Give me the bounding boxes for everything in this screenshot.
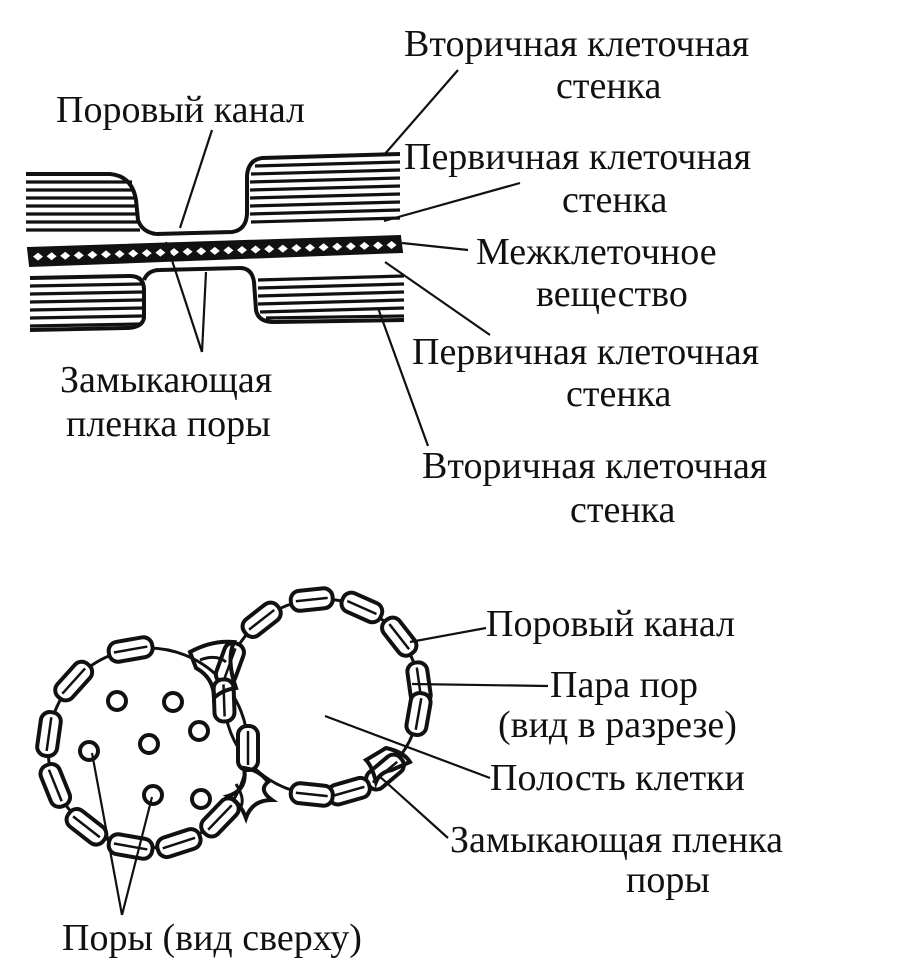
leader-secondary-wall-upper (383, 69, 459, 156)
wall-section-figure: Поровый канал Вторичная клеточная стенка… (26, 23, 767, 531)
pit-membrane-line (207, 804, 233, 831)
label-pit-membrane-bottom-2: поры (626, 859, 710, 901)
lamella-bead (305, 243, 315, 252)
label-cell-cavity: Полость клетки (490, 757, 745, 799)
cell-corner-right (362, 745, 413, 789)
label-pore-channel-bottom: Поровый канал (486, 603, 735, 645)
leader-pit-membrane-b (200, 271, 208, 353)
pit-membrane-line (333, 785, 365, 797)
leader-pore-channel-top (178, 129, 214, 229)
top-leader-lines (164, 69, 521, 447)
cell-corner-lower (222, 765, 279, 824)
lamella-bead (332, 242, 343, 251)
cells-figure: Поровый канал Пара пор (вид в разрезе) П… (35, 586, 783, 959)
lamella-bead (114, 249, 125, 258)
label-secondary-wall-lower-1: Вторичная клеточная (422, 445, 767, 487)
pore-circle (106, 690, 128, 712)
pore-circle (78, 740, 100, 762)
pore-circle (142, 784, 164, 806)
pit-membrane-line (346, 599, 377, 616)
label-middle-lamella-2: вещество (536, 273, 688, 315)
leader-pores-a (90, 752, 124, 916)
lamella-bead (291, 244, 302, 253)
leader-pores-b (120, 796, 154, 916)
pit-membrane-line (414, 698, 423, 730)
label-pit-membrane-top-2: пленка поры (66, 403, 271, 445)
bottom-leader-lines (90, 626, 549, 916)
lamella-bead (33, 252, 43, 261)
lamella-bead (87, 250, 98, 259)
secondary-wall-upper-left (26, 172, 157, 236)
lamella-bead (60, 251, 71, 260)
leader-pore-channel-bottom (409, 626, 487, 644)
leader-primary-wall-lower (384, 261, 491, 336)
pore-circle (190, 788, 212, 810)
secondary-wall-upper-right (155, 152, 401, 236)
lamella-bead (264, 245, 275, 254)
pit-membrane-line (113, 842, 148, 851)
pit-membrane-line (61, 667, 86, 695)
label-primary-wall-upper-2: стенка (562, 179, 668, 221)
leader-pit-membrane-a (164, 241, 204, 353)
top-labels: Поровый канал Вторичная клеточная стенка… (56, 23, 767, 531)
label-secondary-wall-upper-2: стенка (556, 65, 662, 107)
lamella-bead (277, 244, 288, 253)
pit-membrane-line (295, 791, 328, 798)
pore-circle (188, 720, 210, 742)
lamella-bead (101, 250, 111, 259)
label-pit-membrane-top-1: Замыкающая (60, 359, 272, 401)
lamella-bead (318, 243, 329, 252)
label-secondary-wall-upper-1: Вторичная клеточная (404, 23, 749, 65)
cell-corner-upper (187, 639, 239, 703)
lamella-bead (345, 242, 356, 251)
leader-middle-lamella (401, 241, 469, 252)
lamella-bead (237, 245, 247, 254)
pit-membrane-line (295, 596, 328, 603)
middle-lamella-band (26, 234, 404, 268)
label-primary-wall-lower-2: стенка (566, 373, 672, 415)
label-pit-membrane-bottom-1: Замыкающая пленка (450, 819, 783, 861)
secondary-wall-lower-left (29, 266, 241, 332)
pit-membrane-line (47, 769, 63, 802)
label-pit-pair-1: Пара пор (550, 664, 698, 706)
label-pore-channel-top: Поровый канал (56, 89, 305, 131)
label-secondary-wall-lower-2: стенка (570, 489, 676, 531)
label-pores-top-view: Поры (вид сверху) (62, 917, 362, 959)
lamella-bead (196, 247, 207, 256)
label-primary-wall-lower-1: Первичная клеточная (412, 331, 759, 373)
leader-secondary-wall-lower (376, 307, 430, 447)
lamella-bead (73, 251, 84, 260)
pit-membrane-line (45, 717, 53, 752)
lamella-bead (141, 249, 152, 258)
lamella-bead (209, 246, 220, 255)
lamella-bead (155, 248, 166, 257)
pit-membrane-line (72, 815, 101, 839)
leader-pit-pair (411, 682, 549, 688)
lamella-bead (169, 248, 179, 257)
lamella-bead (373, 241, 383, 250)
lamella-bead (250, 245, 261, 254)
pore-circle (138, 733, 160, 755)
pit-membrane-line (162, 836, 196, 850)
pores-top-view (78, 690, 212, 810)
label-primary-wall-upper-1: Первичная клеточная (404, 136, 751, 178)
lamella-bead (128, 249, 139, 258)
pit-membrane-line (248, 608, 276, 631)
bottom-labels: Поровый канал Пара пор (вид в разрезе) П… (62, 603, 783, 959)
leader-primary-wall-upper (383, 181, 521, 223)
label-middle-lamella-1: Межклеточное (476, 231, 717, 273)
leader-cell-cavity (324, 714, 491, 780)
lamella-bead (359, 241, 370, 250)
label-pit-pair-2: (вид в разрезе) (498, 704, 737, 746)
lamella-bead (386, 241, 397, 250)
leader-pit-membrane-bottom (377, 774, 449, 839)
lamella-bead (182, 247, 193, 256)
pit-membrane-line (113, 645, 148, 654)
lamella-bead (46, 252, 57, 261)
lamella-bead (223, 246, 234, 255)
pit-membrane-line (388, 623, 411, 651)
pore-circle (162, 691, 184, 713)
